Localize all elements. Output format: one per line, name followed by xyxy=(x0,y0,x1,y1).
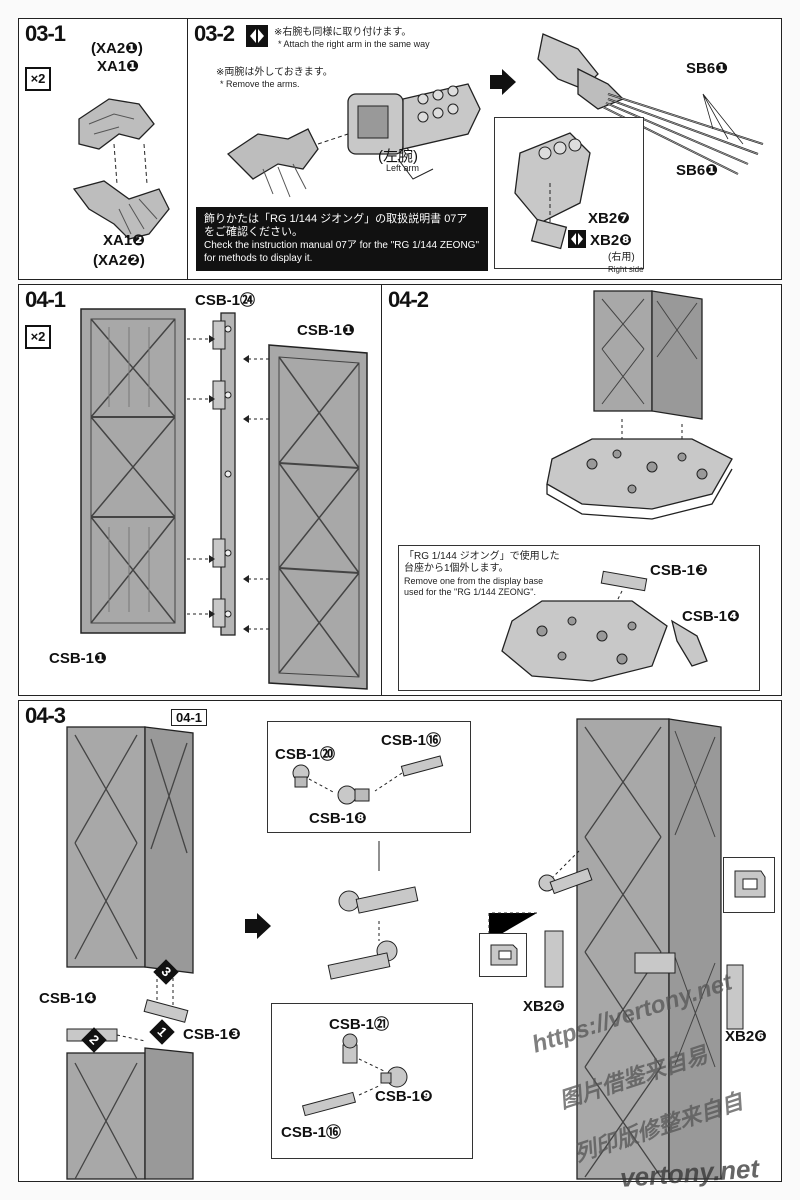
step-03-2-panel: 03-2 ※右腕も同様に取り付けます。 * Attach the right a… xyxy=(188,18,782,280)
finger-claw-illustration xyxy=(537,33,764,175)
note-jp: 「RG 1/144 ジオング」で使用した xyxy=(404,551,560,562)
part-label: XB2❽ xyxy=(590,232,632,249)
next-arrow-icon xyxy=(490,69,516,95)
note-jp: ※右腕も同様に取り付けます。 xyxy=(274,27,412,38)
joint-parts-lower-illustration xyxy=(301,1033,408,1117)
part-label: CSB-1❸ xyxy=(650,562,708,579)
part-label: XA1❶ xyxy=(97,58,139,75)
part-label: SB6❶ xyxy=(686,60,728,77)
left-arm-label: (左腕) xyxy=(378,148,418,165)
note-en: * Remove the arms. xyxy=(220,79,300,89)
part-label: CSB-1㉔ xyxy=(195,292,256,309)
joint-parts-upper-illustration xyxy=(292,755,444,805)
part-label: XB2❻ xyxy=(725,1028,767,1045)
part-label: XB2❼ xyxy=(588,210,630,227)
clip-icon xyxy=(734,870,766,898)
left-arm-label-en: Left arm xyxy=(386,163,420,173)
part-label: CSB-1❹ xyxy=(39,990,97,1007)
display-note-box: 飾りかたは「RG 1/144 ジオング」の取扱説明書 07ア をご確認ください。… xyxy=(196,207,488,271)
step-number: 04-3 xyxy=(25,703,66,728)
joint-assembly-illustration xyxy=(327,841,419,980)
quantity-x2-badge: ×2 xyxy=(25,67,51,91)
hinge-strip-illustration xyxy=(212,312,236,636)
part-label: CSB-1❾ xyxy=(375,1088,433,1105)
xb2-part-right-illustration xyxy=(726,964,744,1030)
note-en: Remove one from the display base xyxy=(404,576,544,586)
quantity-x2-badge: ×2 xyxy=(25,325,51,349)
step-number: 04-2 xyxy=(388,287,429,312)
part-label: SB6❶ xyxy=(676,162,718,179)
clip-part-illustration xyxy=(538,867,593,895)
step-number: 04-1 xyxy=(25,287,66,312)
note-jp: ※両腕は外しておきます。 xyxy=(216,67,333,78)
part-label: XA1❷ xyxy=(103,232,145,249)
part-label: CSB-1❽ xyxy=(309,810,367,827)
part-label: CSB-1❶ xyxy=(49,650,107,667)
step-number: 03-2 xyxy=(194,21,235,46)
part-label: CSB-1⑯ xyxy=(381,732,442,749)
right-use-jp: (右用) xyxy=(608,252,635,263)
side-panel-left-illustration xyxy=(80,308,186,634)
note-jp-line: 飾りかたは「RG 1/144 ジオング」の取扱説明書 07ア xyxy=(204,213,468,225)
clip-icon-right xyxy=(723,857,775,913)
step-04-2-panel: 04-2 「RG 1/144 ジオング」で使用した 台座から1個外します。 Re… xyxy=(382,284,782,696)
part-label: CSB-1❹ xyxy=(682,608,740,625)
part-label: XB2❻ xyxy=(523,998,565,1015)
step-04-3-panel: 04-3 04-1 3 1 2 CSB-1❹ CSB-1❸ CSB-1⑳ CSB… xyxy=(18,700,782,1182)
mirror-icon xyxy=(246,25,268,47)
hand-parts-illustration xyxy=(72,98,170,240)
arm-assembly-illustration xyxy=(226,83,481,198)
joint-detail-lower xyxy=(271,1003,473,1159)
right-side-icon xyxy=(568,230,586,248)
note-en-line: Check the instruction manual 07ア for the… xyxy=(204,240,479,251)
part-label: CSB-1❸ xyxy=(183,1026,241,1043)
note-en: * Attach the right arm in the same way xyxy=(278,39,430,49)
part-label: CSB-1⑳ xyxy=(275,746,336,763)
part-label: CSB-1㉑ xyxy=(329,1016,390,1033)
step-04-1-panel: 04-1 ×2 CSB-1㉔ CSB-1❶ xyxy=(18,284,382,696)
part-label: (XA2❶) xyxy=(91,40,143,57)
stand-assembly-illustration xyxy=(546,290,733,520)
xb2-part-left-illustration xyxy=(544,930,564,988)
part-label: CSB-1❶ xyxy=(297,322,355,339)
part-label: (XA2❷) xyxy=(93,252,145,269)
note-jp: 台座から1個外します。 xyxy=(404,563,509,574)
next-arrow-icon xyxy=(245,913,271,939)
assembly-arrows xyxy=(187,335,275,633)
tall-stand-illustration xyxy=(576,718,722,1180)
right-side-en: Right side xyxy=(608,265,644,274)
stand-column-illustration xyxy=(66,726,194,1180)
note-en: used for the "RG 1/144 ZEONG". xyxy=(404,587,536,597)
ref-041-tag: 04-1 xyxy=(171,709,208,726)
base-plate-illustration xyxy=(501,570,708,682)
side-panel-right-illustration xyxy=(268,344,368,690)
clip-icon-left xyxy=(479,933,527,977)
part-label: CSB-1⑯ xyxy=(281,1124,342,1141)
clip-icon xyxy=(490,944,518,966)
note-en-line: for methods to display it. xyxy=(204,253,313,264)
finger-detail-illustration xyxy=(514,132,591,250)
step-03-1-panel: 03-1 ×2 (XA2❶) XA1❶ XA1❷ (XA2❷) xyxy=(18,18,188,280)
note-jp-line: をご確認ください。 xyxy=(204,226,303,238)
step-number: 03-1 xyxy=(25,21,66,46)
